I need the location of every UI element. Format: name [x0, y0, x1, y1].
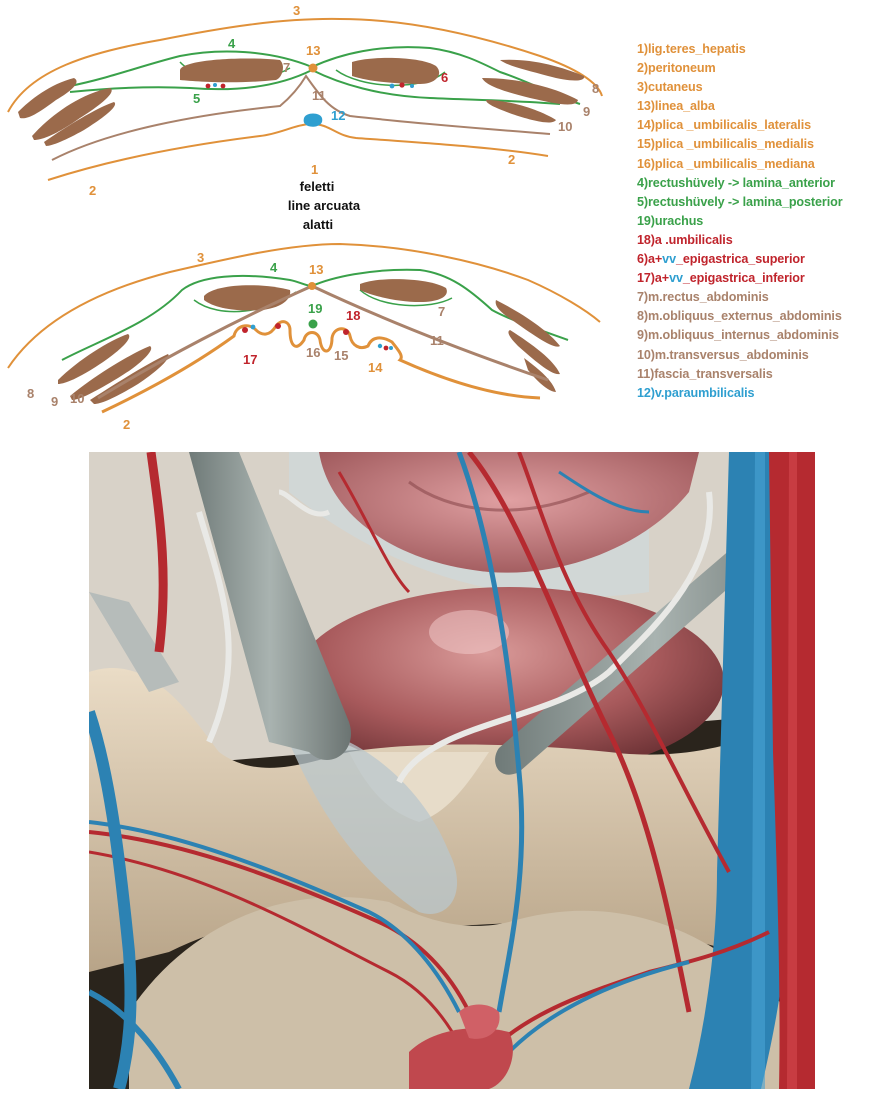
fascia-transversalis: [51, 74, 551, 161]
label-4-bottom: 4: [270, 260, 278, 275]
anatomy-illustration: [89, 452, 815, 1089]
rectus-sheath-anterior: [69, 46, 581, 105]
label-4-top: 4: [228, 36, 236, 51]
legend-text: 16)plica _umbilicalis_mediana: [637, 156, 815, 171]
legend-item: 2)peritoneum: [637, 59, 882, 78]
label-3-top: 3: [293, 3, 300, 18]
legend-text: 18)a .umbilicalis: [637, 232, 733, 247]
legend-item: 1)lig.teres_hepatis: [637, 40, 882, 59]
paraumbilical-vein-mark: [303, 113, 323, 127]
legend-text: 9)m.obliquus_internus_abdominis: [637, 328, 839, 343]
legend-item: 12)v.paraumbilicalis: [637, 384, 882, 403]
legend-text: 15)plica _umbilicalis_medialis: [637, 137, 814, 152]
label-2-top-right: 2: [508, 152, 515, 167]
label-13-bottom: 13: [309, 262, 323, 277]
legend-text: 3)cutaneus: [637, 80, 703, 95]
label-12-top: 12: [331, 108, 345, 123]
cross-section-diagram: 3 4 13 7 6 5 11 12 8 9 10 2 1 2 feletti …: [7, 3, 603, 432]
legend-text: 10)m.transversus_abdominis: [637, 347, 809, 362]
legend-item: 16)plica _umbilicalis_mediana: [637, 155, 882, 174]
label-6-top: 6: [441, 70, 448, 85]
legend-text: 19)urachus: [637, 213, 704, 228]
legend-text: 1)lig.teres_hepatis: [637, 42, 746, 56]
label-2-bottom: 2: [123, 417, 130, 432]
label-18-bottom: 18: [346, 308, 360, 323]
label-7-bottom: 7: [438, 304, 445, 319]
legend-text: vv: [669, 271, 683, 286]
label-13-top: 13: [306, 43, 320, 58]
peritoneum-plicae: [101, 320, 541, 414]
anatomy-3d-render: [89, 452, 815, 1089]
lateral-muscles-right: [500, 59, 585, 81]
caption-line-arcuata: line arcuata: [288, 198, 361, 213]
lower-cross-section: 3 4 13 7 19 18 11 17 16 15 14 8 9 10 2: [7, 242, 601, 432]
label-10-bottom: 10: [70, 391, 84, 406]
lateral-muscles-left: [18, 78, 77, 119]
rectus-muscle-right-lower: [360, 279, 447, 302]
legend-item: 9)m.obliquus_internus_abdominis: [637, 326, 882, 345]
legend-text: _epigastrica_superior: [675, 252, 805, 267]
urachus-mark: [308, 319, 318, 329]
upper-cross-section: 3 4 13 7 6 5 11 12 8 9 10 2 1 2: [7, 3, 603, 198]
legend-item: 13)linea_alba: [637, 97, 882, 116]
label-7-top: 7: [283, 60, 290, 75]
label-8-bottom: 8: [27, 386, 34, 401]
legend-item: 7)m.rectus_abdominis: [637, 288, 882, 307]
legend-item: 15)plica _umbilicalis_medialis: [637, 135, 882, 154]
legend-text: 4)rectushüvely -> lamina_anterior: [637, 175, 835, 190]
legend-text: 8)m.obliquus_externus_abdominis: [637, 309, 842, 324]
label-11-bottom: 11: [430, 333, 444, 348]
legend-text: 7)m.rectus_abdominis: [637, 290, 769, 305]
legend-item: 14)plica _umbilicalis_lateralis: [637, 116, 882, 135]
legend-text: 12)v.paraumbilicalis: [637, 385, 755, 400]
legend-text: 11)fascia_transversalis: [637, 366, 773, 381]
label-5-top: 5: [193, 91, 200, 106]
rectus-muscle-left-lower: [204, 285, 291, 311]
legend-text: vv: [662, 252, 676, 267]
legend: 1)lig.teres_hepatis 2)peritoneum 3)cutaneu…: [637, 40, 882, 403]
label-17-bottom: 17: [243, 352, 257, 367]
legend-text: 13)linea_alba: [637, 99, 715, 114]
legend-item: 4)rectushüvely -> lamina_anterior: [637, 174, 882, 193]
label-9-top: 9: [583, 104, 590, 119]
label-1-top: 1: [311, 162, 318, 177]
legend-item: 18)a .umbilicalis: [637, 231, 882, 250]
legend-text: _epigastrica_inferior: [682, 271, 805, 286]
legend-item: 19)urachus: [637, 212, 882, 231]
fascia-transversalis-lower: [97, 284, 549, 400]
rectus-muscle-right: [352, 57, 440, 84]
label-19-bottom: 19: [308, 301, 322, 316]
label-16-bottom: 16: [306, 345, 320, 360]
skin-line-lower: [7, 242, 601, 369]
lateral-muscles-right-lower: [495, 300, 560, 347]
skin-line: [7, 17, 603, 113]
lateral-muscles-left-lower: [58, 334, 130, 384]
label-9-bottom: 9: [51, 394, 58, 409]
legend-text: 5)rectushüvely -> lamina_posterior: [637, 194, 843, 209]
label-2-top-left: 2: [89, 183, 96, 198]
linea-alba-mark: [308, 63, 318, 73]
caption-above: feletti: [300, 179, 335, 194]
legend-text: 17)a+: [637, 271, 670, 286]
linea-alba-mark-lower: [308, 282, 316, 290]
legend-item: 10)m.transversus_abdominis: [637, 346, 882, 365]
legend-text: 6)a+: [637, 252, 663, 267]
legend-item: 5)rectushüvely -> lamina_posterior: [637, 193, 882, 212]
label-8-top: 8: [592, 81, 599, 96]
label-3-bottom: 3: [197, 250, 204, 265]
label-15-bottom: 15: [334, 348, 348, 363]
legend-item: 8)m.obliquus_externus_abdominis: [637, 307, 882, 326]
legend-item: 17)a+vv_epigastrica_inferior: [637, 269, 882, 288]
legend-text: 14)plica _umbilicalis_lateralis: [637, 118, 812, 133]
legend-item: 3)cutaneus: [637, 78, 882, 97]
caption-below: alatti: [303, 217, 333, 232]
legend-item: 6)a+vv_epigastrica_superior: [637, 250, 882, 269]
label-10-top: 10: [558, 119, 572, 134]
label-14-bottom: 14: [368, 360, 383, 375]
legend-item: 11)fascia_transversalis: [637, 365, 882, 384]
rectus-muscle-left: [180, 58, 283, 83]
legend-text: 2)peritoneum: [637, 61, 716, 76]
label-11-top: 11: [312, 88, 326, 103]
